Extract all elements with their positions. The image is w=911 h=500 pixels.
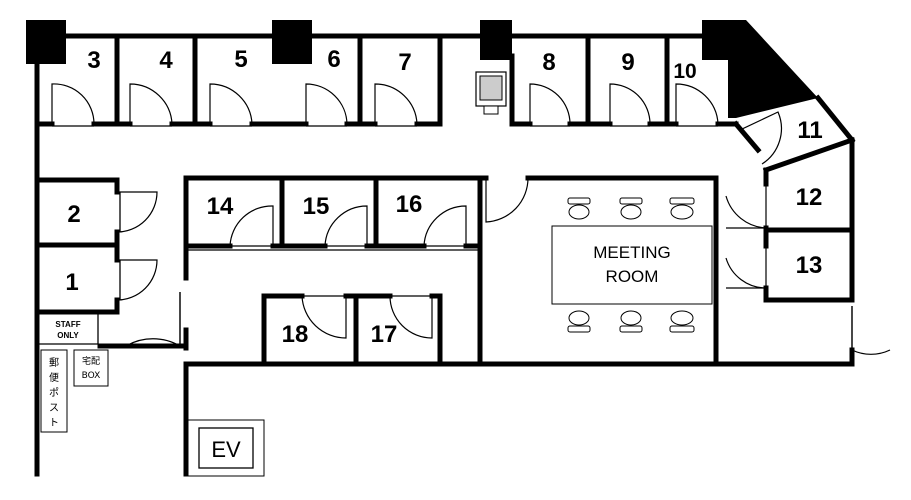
room-10-label: 10 (673, 60, 696, 83)
pillar (272, 20, 312, 64)
appliance-icon (475, 71, 507, 115)
room-3-label: 3 (87, 47, 100, 74)
chair-icon (619, 310, 643, 333)
mailbox-char: ス (49, 403, 59, 414)
meeting-table (551, 225, 713, 305)
room-15-label: 15 (303, 193, 330, 220)
chair-icon (669, 310, 695, 333)
mailbox: 郵 便 ポ ス ト (40, 349, 68, 433)
chair-icon (567, 197, 591, 220)
room-13-label: 13 (796, 252, 823, 279)
pillar (480, 20, 512, 60)
pillar (702, 20, 818, 118)
chair-icon (669, 197, 695, 220)
room-8-label: 8 (542, 49, 555, 76)
pillar (26, 20, 66, 64)
mailbox-char: 郵 (49, 357, 59, 369)
mailbox-char: 便 (49, 371, 59, 384)
delivery-box: 宅配 BOX (73, 349, 109, 387)
elevator-label: EV (211, 437, 241, 462)
room-9-label: 9 (621, 49, 634, 76)
room-5-label: 5 (234, 46, 247, 73)
room-labels: 3 4 5 6 7 8 9 10 11 12 13 14 15 16 2 1 1… (65, 46, 822, 348)
walls (34, 33, 856, 477)
room-1-label: 1 (65, 269, 78, 296)
doors (51, 83, 891, 355)
room-17-label: 17 (371, 321, 398, 348)
staff-only-line1: STAFF (55, 320, 80, 329)
delivery-box-line1: 宅配 (82, 355, 100, 367)
staff-only-line2: ONLY (57, 331, 79, 340)
staff-only-closet: STAFF ONLY (55, 320, 80, 340)
room-2-label: 2 (67, 201, 80, 228)
mailbox-char: ト (49, 418, 59, 429)
room-7-label: 7 (398, 49, 411, 76)
room-16-label: 16 (396, 191, 423, 218)
chair-icon (567, 310, 591, 333)
meeting-room-label-line1: MEETING (593, 243, 670, 262)
chair-icon (619, 197, 643, 220)
room-12-label: 12 (796, 184, 823, 211)
room-11-label: 11 (797, 117, 822, 144)
room-4-label: 4 (159, 47, 173, 74)
pillars (26, 20, 818, 118)
room-6-label: 6 (327, 46, 340, 73)
room-14-label: 14 (207, 193, 234, 220)
meeting-room: MEETING ROOM (551, 197, 713, 333)
room-18-label: 18 (282, 321, 309, 348)
elevator: EV (187, 419, 265, 477)
delivery-box-line2: BOX (82, 371, 101, 381)
mailbox-char: ポ (49, 387, 59, 399)
meeting-room-label-line2: ROOM (606, 267, 659, 286)
